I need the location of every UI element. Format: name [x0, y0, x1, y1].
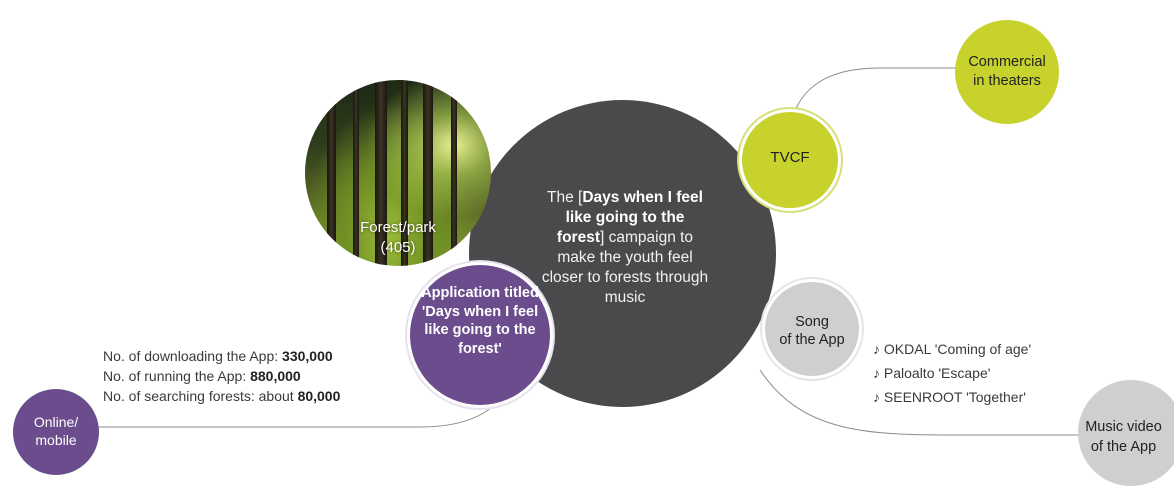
- song-list: ♪ OKDAL 'Coming of age' ♪ Paloalto 'Esca…: [873, 337, 1031, 409]
- app-stats-list: No. of downloading the App: 330,000 No. …: [103, 346, 340, 406]
- stat-label: No. of searching forests: about: [103, 388, 298, 404]
- campaign-description: The [Days when I feel like going to the …: [540, 188, 710, 308]
- stat-label: No. of running the App:: [103, 368, 251, 384]
- forest-label-line2: (405): [380, 239, 416, 256]
- stat-searches: No. of searching forests: about 80,000: [103, 386, 340, 406]
- stat-value: 880,000: [250, 368, 301, 384]
- tree-trunk: [375, 80, 387, 266]
- tree-trunk: [401, 80, 408, 266]
- song-item: ♪ SEENROOT 'Together': [873, 389, 1026, 405]
- commercial-label-line2: in theaters: [973, 73, 1041, 89]
- online-label-line2: mobile: [35, 432, 77, 448]
- commercial-circle: [955, 20, 1059, 124]
- tvcf-label: TVCF: [770, 149, 810, 166]
- tree-trunk: [451, 80, 457, 266]
- music-video-label: Music video of the App: [1073, 417, 1174, 457]
- song-label-line1: Song: [795, 314, 829, 330]
- stat-value: 330,000: [282, 348, 333, 364]
- stat-runs: No. of running the App: 880,000: [103, 366, 340, 386]
- stat-downloads: No. of downloading the App: 330,000: [103, 346, 340, 366]
- song-item: ♪ OKDAL 'Coming of age': [873, 341, 1032, 357]
- song-item: ♪ Paloalto 'Escape': [873, 365, 991, 381]
- forest-label: Forest/park (405): [305, 218, 491, 258]
- stat-label: No. of downloading the App:: [103, 348, 283, 364]
- tvcf-circle: [742, 112, 838, 208]
- app-circle: [410, 265, 550, 405]
- music-video-circle: [1078, 380, 1174, 486]
- campaign-text-before: The [: [547, 189, 583, 206]
- music-video-label-line2: of the App: [1090, 439, 1157, 455]
- song-circle: [765, 282, 859, 376]
- song-label: Song of the App: [765, 313, 859, 349]
- forest-label-line1: Forest/park: [360, 219, 436, 236]
- stat-value: 80,000: [297, 388, 341, 404]
- commercial-label: Commercial in theaters: [955, 53, 1059, 91]
- app-label: Application titled 'Days when I feel lik…: [421, 285, 539, 357]
- commercial-label-line1: Commercial: [968, 54, 1046, 70]
- music-video-label-line1: Music video: [1085, 419, 1162, 435]
- campaign-title: Days when I feel like going to the fores…: [556, 189, 703, 246]
- tree-trunk: [423, 80, 433, 266]
- tree-trunk: [327, 80, 336, 266]
- tree-trunk: [353, 80, 359, 266]
- online-circle: [13, 389, 99, 475]
- connector-song-music-video: [759, 369, 1082, 436]
- online-label-line1: Online/: [33, 414, 79, 430]
- forest-image-circle: [305, 80, 491, 266]
- online-label: Online/mobile: [13, 413, 99, 449]
- campaign-text-after: ] campaign to make the youth feel closer…: [541, 229, 709, 306]
- song-label-line2: of the App: [779, 332, 845, 348]
